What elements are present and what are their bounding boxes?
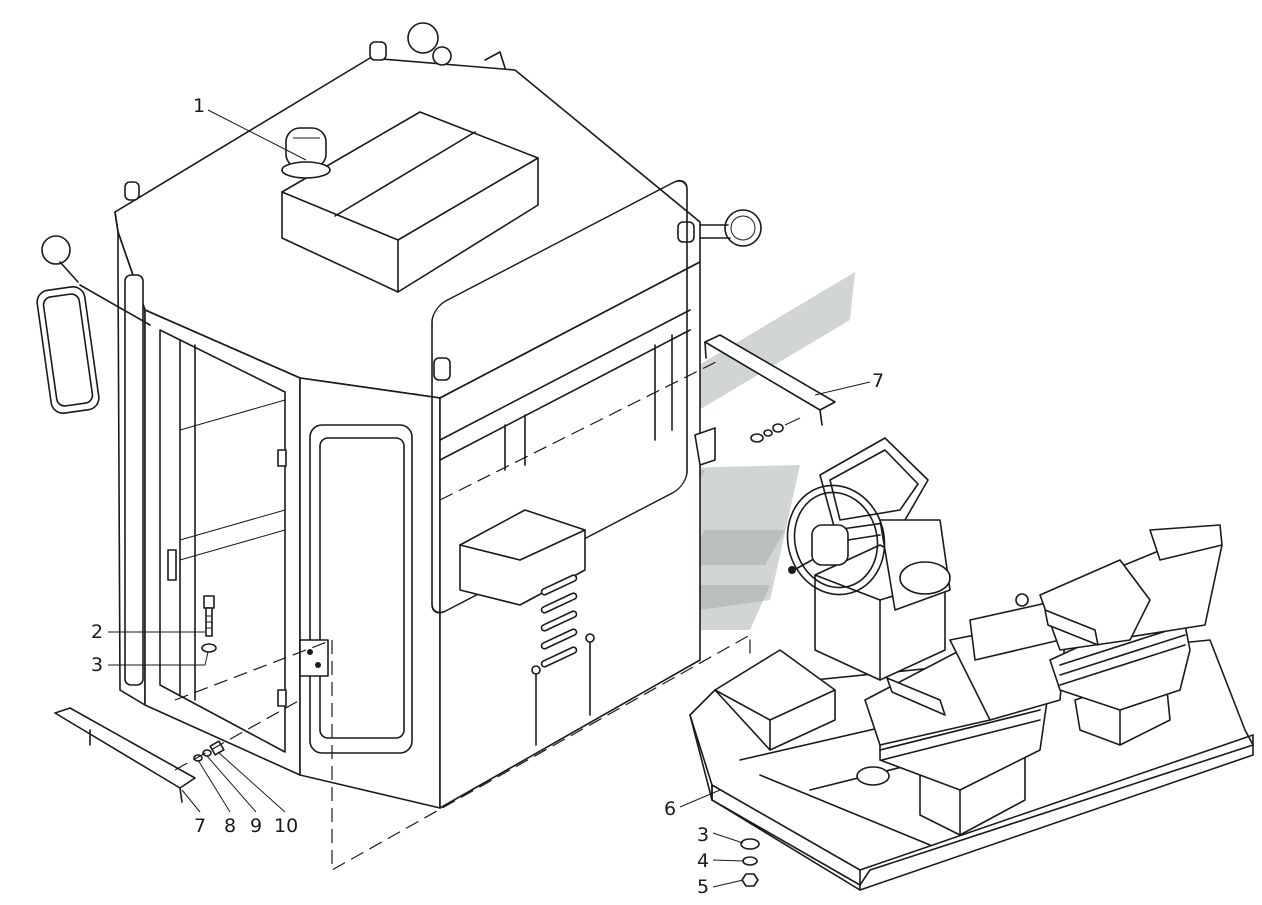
mounting-bracket-left	[54, 707, 196, 789]
callout-7: 7	[194, 815, 206, 837]
rear-view-mirror	[36, 235, 151, 414]
callout-1: 1	[193, 95, 205, 117]
leader-lines	[108, 109, 871, 888]
washer-left	[201, 643, 217, 653]
beacon-light	[281, 127, 331, 179]
callout-8: 8	[224, 815, 236, 837]
roof-hood	[281, 111, 539, 293]
mounting-bracket-right	[704, 334, 836, 411]
work-light-front-right	[724, 209, 762, 247]
callout-5: 5	[697, 876, 709, 898]
callout-2: 2	[91, 621, 103, 643]
lock-washer-right	[742, 856, 758, 866]
cab-door	[309, 424, 413, 754]
callout-6: 6	[664, 798, 676, 820]
callout-3: 3	[91, 654, 103, 676]
operator-seat-rear	[1015, 524, 1223, 746]
side-vent-slots	[540, 574, 578, 668]
callout-9: 9	[250, 815, 262, 837]
operator-cab	[36, 22, 762, 809]
callout-4: 4	[697, 850, 709, 872]
steering-console	[814, 437, 951, 681]
callout-10: 10	[274, 815, 298, 837]
nut-right	[741, 873, 759, 887]
work-light-rear-left	[407, 22, 439, 54]
washer-right	[740, 838, 760, 850]
assembly-line-main	[331, 633, 751, 872]
callout-7: 7	[872, 370, 884, 392]
steering-wheel	[786, 484, 886, 596]
operator-seat-front	[864, 599, 1071, 836]
callout-labels: 1 2 3 7 6 3 4 5 7 8 9 10	[91, 95, 884, 898]
callout-3: 3	[697, 824, 709, 846]
mounting-bolt	[203, 595, 215, 637]
